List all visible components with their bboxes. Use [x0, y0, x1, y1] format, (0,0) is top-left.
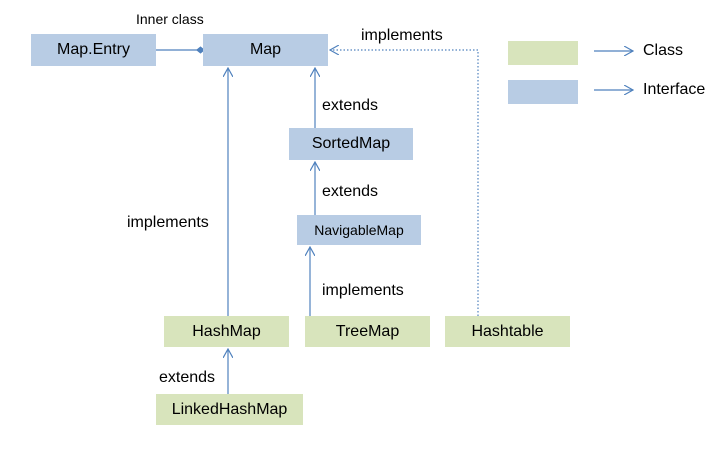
- navigablemap-node: NavigableMap: [297, 215, 421, 245]
- hashmap-node: HashMap: [164, 316, 289, 347]
- treemap-node: TreeMap: [305, 316, 430, 347]
- navigablemap-label: NavigableMap: [314, 222, 404, 238]
- linkedhashmap-node: LinkedHashMap: [156, 394, 303, 425]
- sortedmap-extends-label: extends: [322, 97, 379, 114]
- legend-class-label: Class: [643, 42, 684, 59]
- hashmap-label: HashMap: [192, 322, 261, 340]
- linkedhashmap-extends-label: extends: [159, 369, 216, 386]
- sortedmap-node: SortedMap: [289, 128, 413, 160]
- map-node: Map: [203, 34, 328, 66]
- map-label: Map: [249, 41, 282, 58]
- navigablemap-extends-label: extends: [322, 183, 379, 200]
- hashtable-implements-map-arrow: [330, 50, 479, 316]
- legend-interface-label: Interface: [643, 81, 706, 98]
- legend-class-swatch: [508, 41, 578, 65]
- map-entry-node: Map.Entry: [31, 34, 156, 66]
- inner-class-label: Inner class: [136, 11, 204, 27]
- treemap-label: TreeMap: [335, 322, 400, 340]
- legend-interface-swatch: [508, 80, 578, 104]
- linkedhashmap-label: LinkedHashMap: [171, 400, 288, 418]
- hashmap-implements-label: implements: [127, 214, 209, 231]
- sortedmap-label: SortedMap: [311, 135, 391, 152]
- hashtable-node: Hashtable: [445, 316, 570, 347]
- hashtable-implements-label: implements: [361, 27, 443, 44]
- hashtable-label: Hashtable: [471, 322, 544, 340]
- treemap-implements-label: implements: [322, 282, 404, 299]
- map-entry-label: Map.Entry: [57, 41, 130, 58]
